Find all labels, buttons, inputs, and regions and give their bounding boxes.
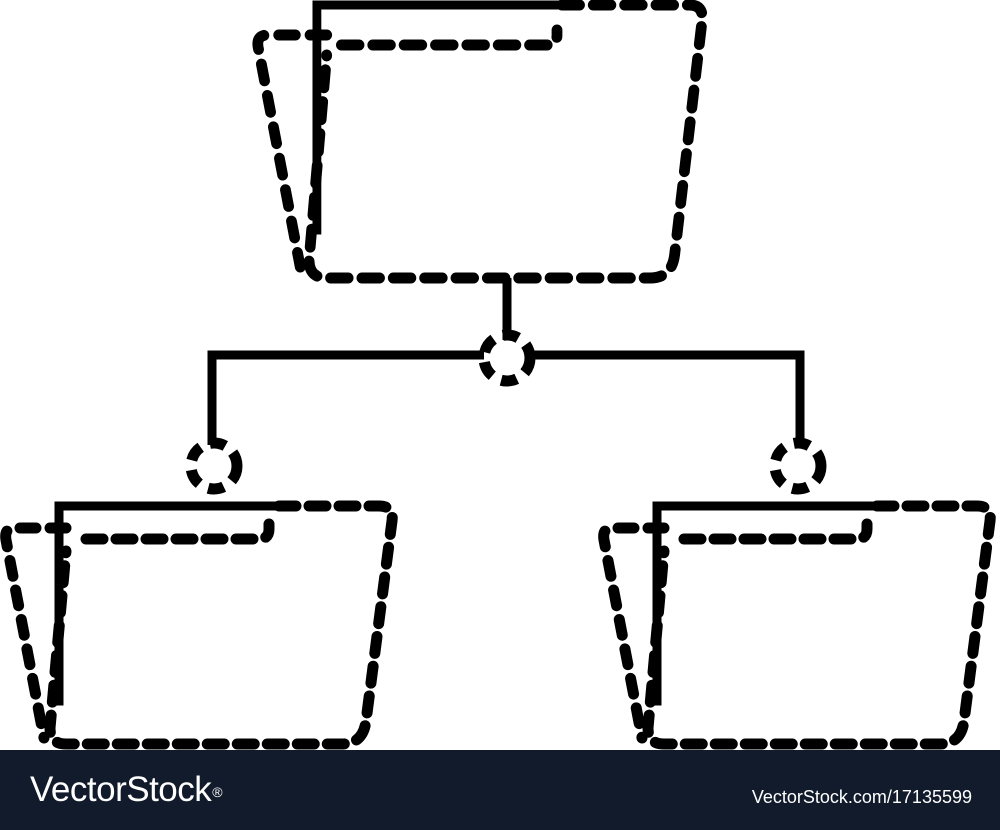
root-folder-icon [258, 5, 702, 278]
left-child-folder-icon [6, 506, 393, 744]
left-connector-node-icon [185, 437, 243, 495]
tree-connector-lines [207, 278, 805, 445]
center-connector-node-icon [478, 329, 536, 387]
right-connector-node-icon [769, 437, 827, 495]
folder-hierarchy-illustration [0, 0, 1000, 750]
watermark-footer-bar: VectorStock® VectorStock.com/17135599 [0, 750, 1000, 830]
image-id-text: VectorStock.com/17135599 [751, 787, 972, 807]
registered-mark: ® [212, 784, 223, 800]
vectorstock-logo: VectorStock® [30, 770, 223, 810]
right-child-folder-icon [604, 506, 991, 744]
brand-name: VectorStock [30, 770, 212, 809]
